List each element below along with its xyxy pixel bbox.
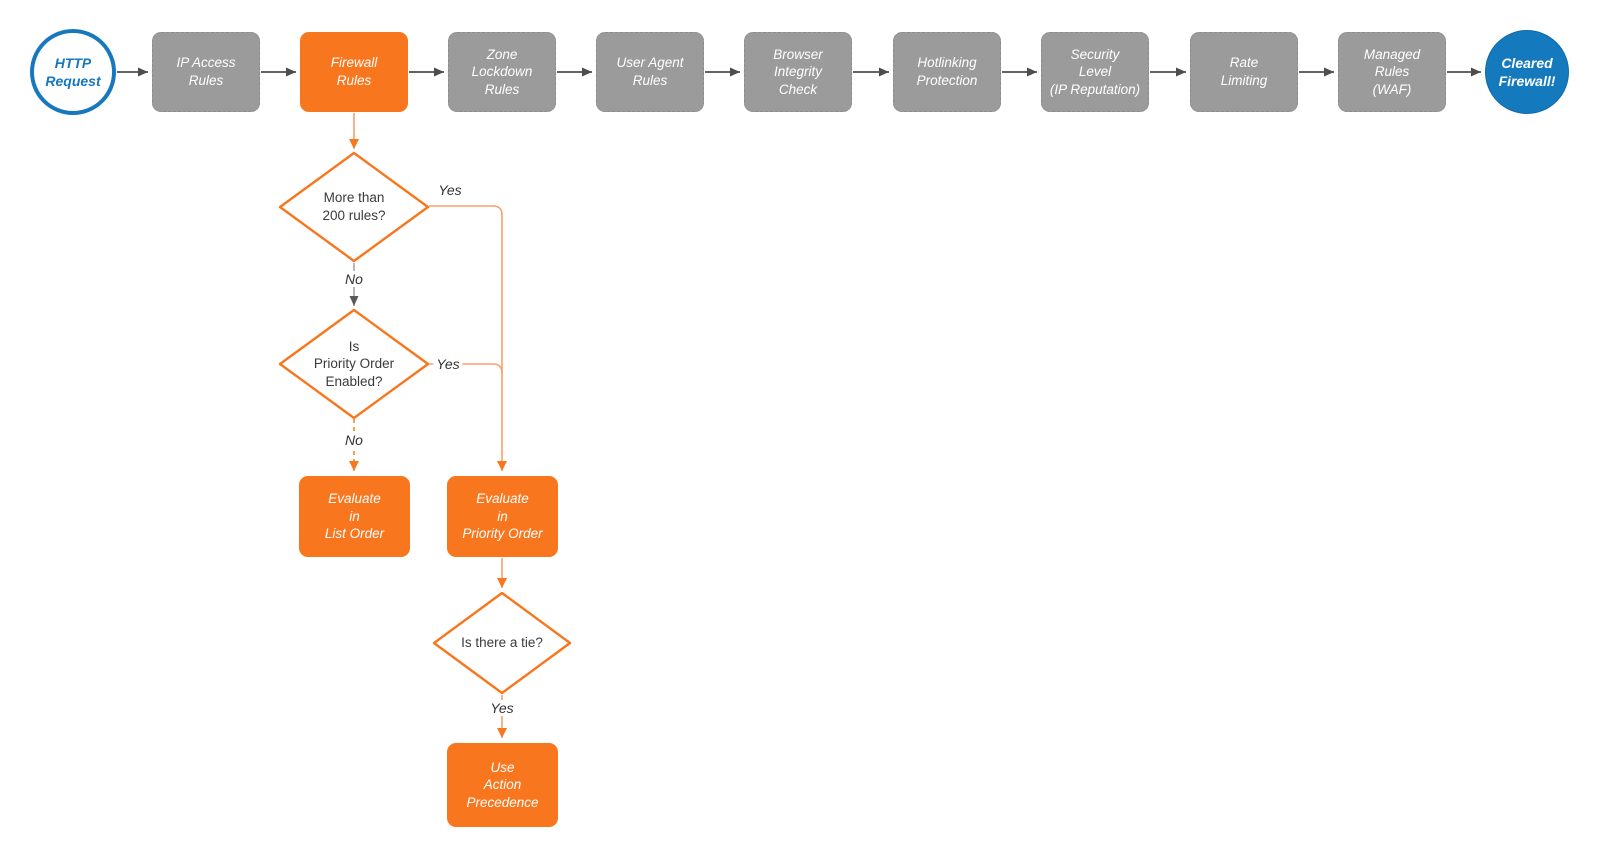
node-rate-limiting: Rate Limiting [1190,32,1298,112]
node-hotlinking-protection: Hotlinking Protection [893,32,1001,112]
node-use-action-precedence-label: Use Action Precedence [466,759,539,810]
node-cleared-firewall: Cleared Firewall! [1485,30,1569,114]
diamond-priority-order-enabled-label: Is Priority Order Enabled? [313,338,395,389]
node-firewall-rules-label: Firewall Rules [330,55,378,88]
diamond-more-than-200-rules-label: More than 200 rules? [322,190,386,223]
node-firewall-rules: Firewall Rules [300,32,408,112]
arrow-diamond2-yes-merge [429,363,503,374]
diamond-is-there-a-tie-label: Is there a tie? [461,635,543,651]
node-http-request-label: HTTP Request [45,54,101,89]
node-evaluate-in-priority-order: Evaluate in Priority Order [447,476,558,557]
node-hotlinking-protection-label: Hotlinking Protection [916,55,978,88]
node-ip-access-rules: IP Access Rules [152,32,260,112]
node-user-agent-rules: User Agent Rules [596,32,704,112]
edge-label-d2-no: No [342,432,366,448]
node-managed-rules-waf: Managed Rules (WAF) [1338,32,1446,112]
edge-label-d1-yes: Yes [438,182,462,198]
diamond-is-there-a-tie [432,591,572,695]
edge-label-tie-yes: Yes [487,700,517,716]
node-zone-lockdown-rules: Zone Lockdown Rules [448,32,556,112]
node-user-agent-rules-label: User Agent Rules [616,55,684,88]
node-evaluate-in-priority-order-label: Evaluate in Priority Order [462,491,543,542]
node-http-request: HTTP Request [30,29,116,115]
node-use-action-precedence: Use Action Precedence [447,743,558,827]
edge-label-d2-yes: Yes [433,356,463,372]
edge-label-d1-no: No [342,271,366,287]
node-security-level-label: Security Level (IP Reputation) [1049,46,1141,97]
diamond-more-than-200-rules [278,151,430,263]
node-security-level: Security Level (IP Reputation) [1041,32,1149,112]
node-ip-access-rules-label: IP Access Rules [176,55,236,88]
node-zone-lockdown-rules-label: Zone Lockdown Rules [471,46,533,97]
node-browser-integrity-check-label: Browser Integrity Check [773,46,823,97]
node-evaluate-in-list-order-label: Evaluate in List Order [324,491,385,542]
arrow-diamond1-yes-to-priority [429,205,507,471]
node-evaluate-in-list-order: Evaluate in List Order [299,476,410,557]
node-rate-limiting-label: Rate Limiting [1220,55,1268,88]
node-browser-integrity-check: Browser Integrity Check [744,32,852,112]
node-managed-rules-waf-label: Managed Rules (WAF) [1363,46,1421,97]
diamond-priority-order-enabled [278,308,430,420]
node-cleared-firewall-label: Cleared Firewall! [1498,54,1556,89]
